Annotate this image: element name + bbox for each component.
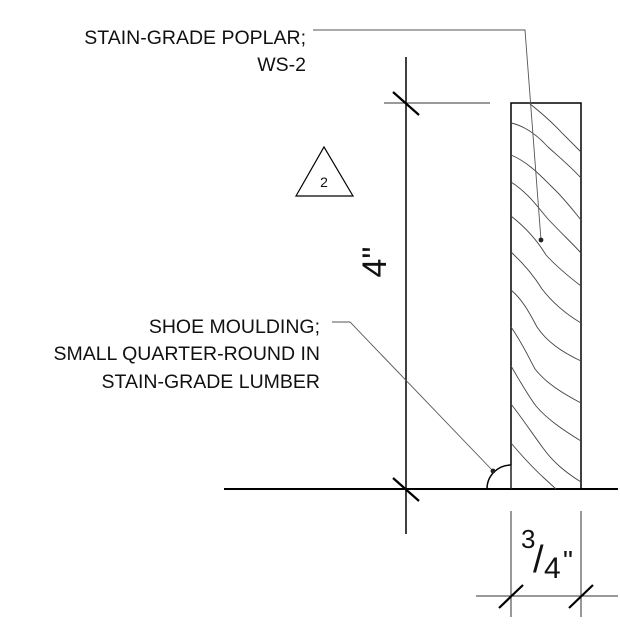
height-dimension-label: 4"	[356, 247, 394, 278]
shoe-leader-dot	[490, 468, 496, 474]
width-dim-tick-left	[498, 584, 524, 609]
width-dim-denominator: 4	[544, 552, 561, 585]
width-dim-fraction-slash: /	[533, 539, 544, 581]
height-dim-tick-bottom	[392, 477, 420, 502]
width-dim-numerator: 3	[521, 524, 535, 554]
poplar-note-line-1: STAIN-GRADE POPLAR;	[84, 27, 306, 49]
poplar-leader-dot	[538, 237, 544, 243]
shoe-leader-line	[332, 321, 494, 472]
height-dim-tick-top	[392, 91, 420, 116]
poplar-leader-line	[313, 29, 542, 241]
poplar-note: STAIN-GRADE POPLAR; WS-2	[84, 27, 306, 76]
revision-triangle-icon	[294, 145, 355, 197]
wood-grain-hatch	[510, 102, 582, 490]
revision-tag: 2	[294, 145, 355, 197]
width-dim-tick-right	[568, 584, 594, 609]
width-dim-unit: "	[563, 545, 573, 576]
width-dimension-label: 3 / 4 "	[521, 524, 573, 585]
shoe-note-line-3: STAIN-GRADE LUMBER	[102, 371, 321, 393]
baseboard-section	[510, 102, 582, 490]
shoe-moulding-note: SHOE MOULDING; SMALL QUARTER-ROUND IN ST…	[53, 316, 320, 393]
shoe-note-line-2: SMALL QUARTER-ROUND IN	[53, 343, 320, 365]
shoe-note-line-1: SHOE MOULDING;	[149, 316, 320, 338]
revision-tag-number: 2	[320, 174, 328, 190]
poplar-note-line-2: WS-2	[257, 54, 306, 76]
